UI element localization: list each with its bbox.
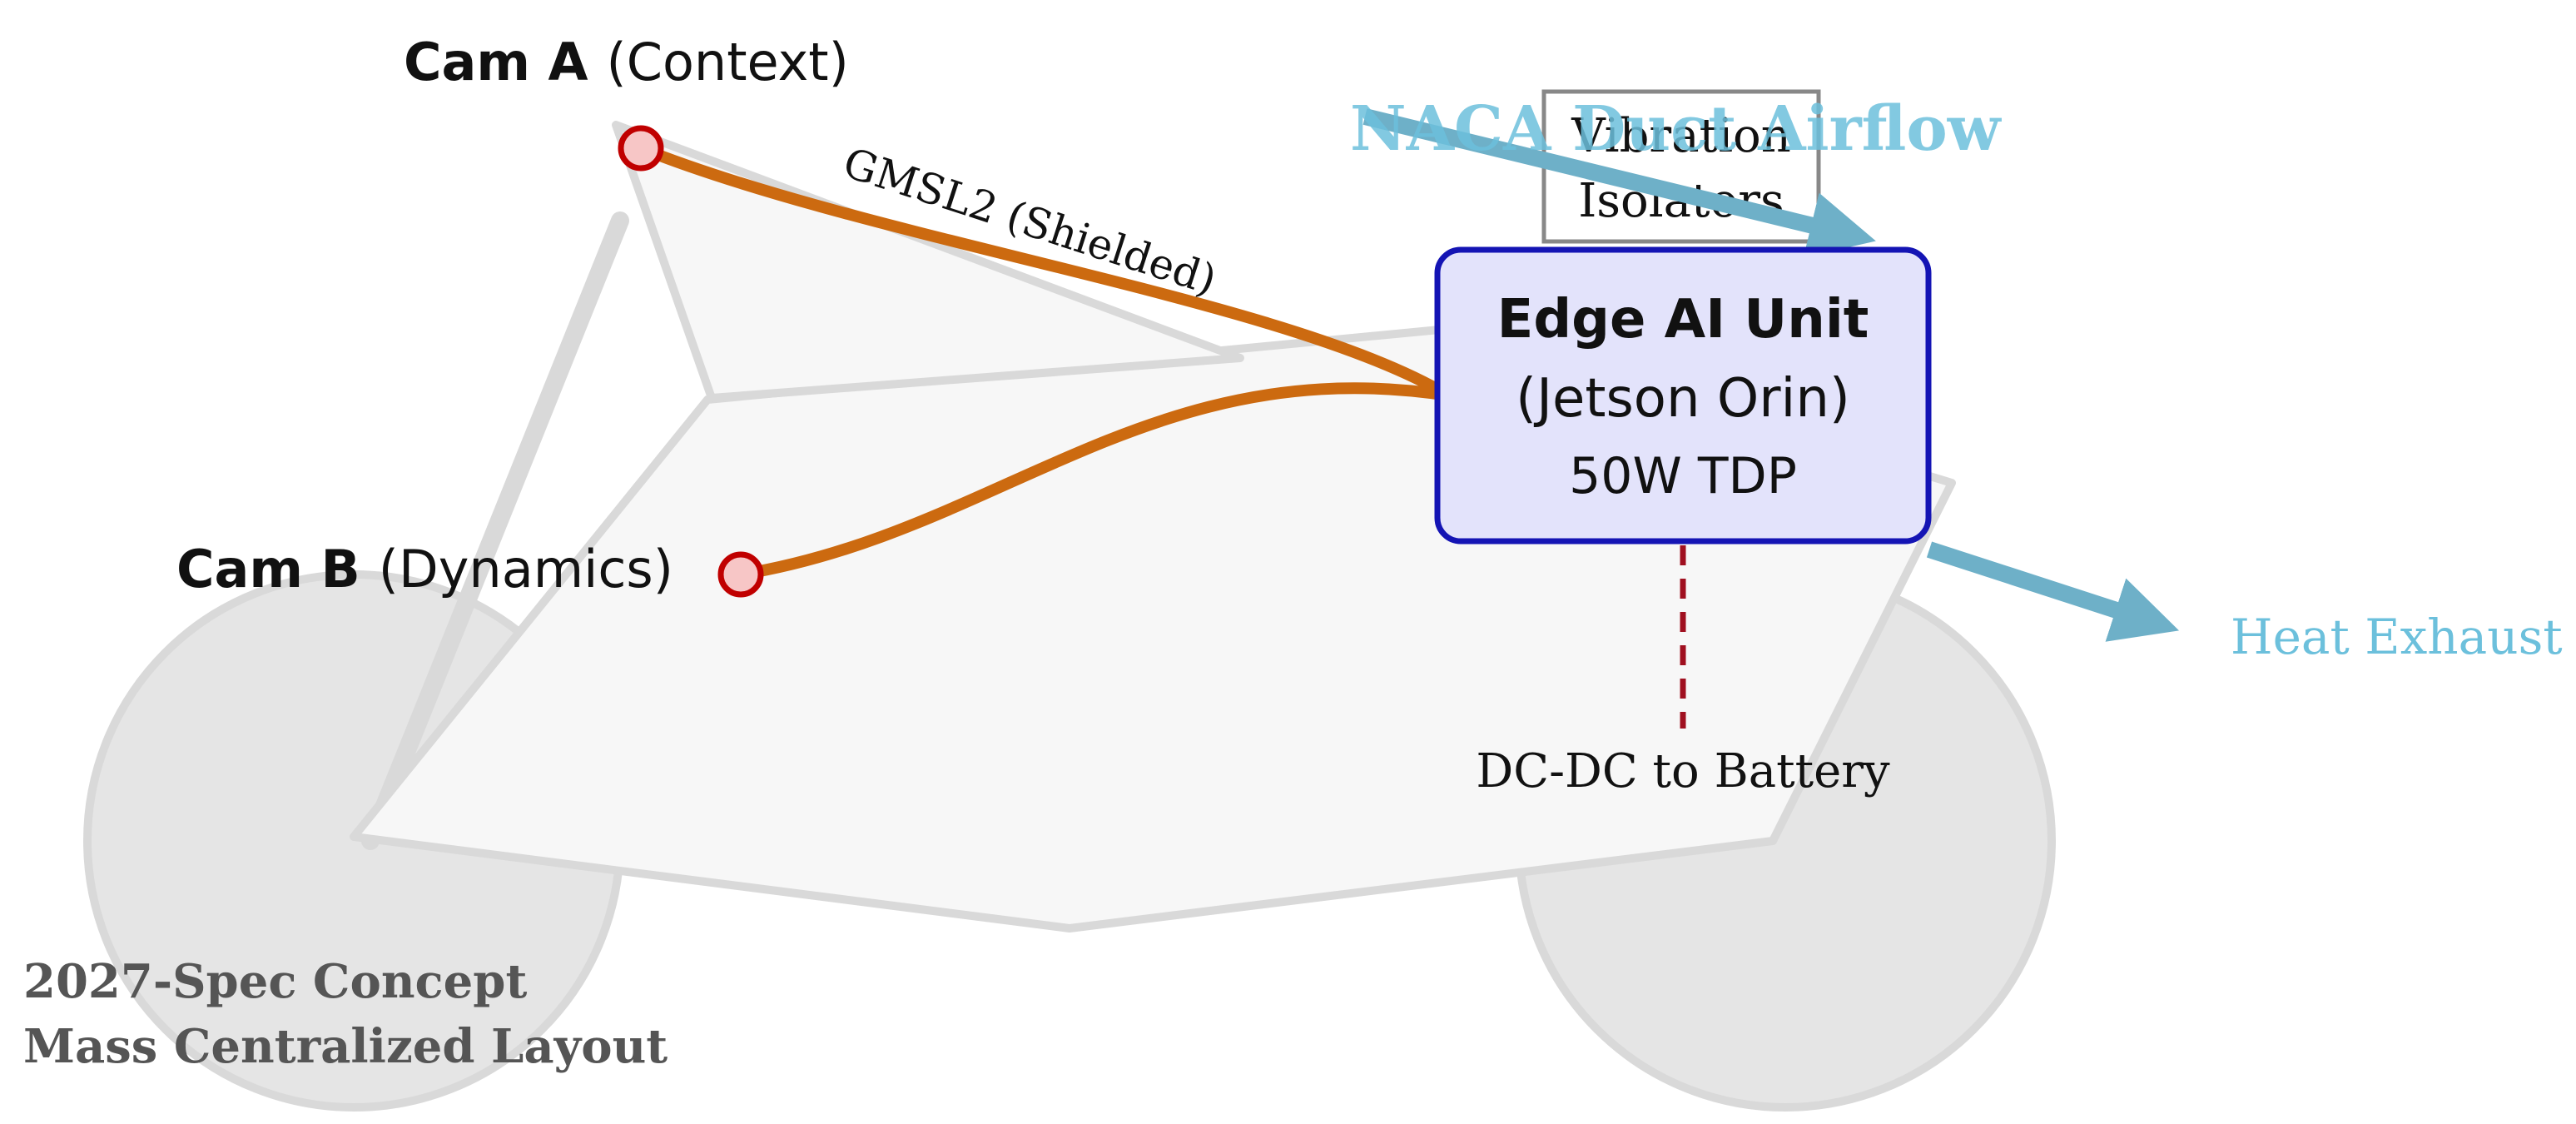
cam-a-marker (618, 125, 664, 172)
heat-exhaust-label: Heat Exhaust (2231, 609, 2563, 665)
cam-b-label: Cam B (Dynamics) (176, 539, 673, 599)
heat-exhaust-arrow (1926, 541, 2180, 642)
isolator-line1: Vibration (1571, 109, 1791, 163)
cam-b-role: (Dynamics) (379, 539, 673, 599)
power-label: DC-DC to Battery (1476, 744, 1890, 798)
edge-ai-unit-box (1434, 246, 1932, 545)
cable-cam-b (735, 382, 1454, 580)
cam-b-marker (717, 551, 764, 598)
edge-ai-unit-title: Edge AI Unit (1497, 289, 1869, 351)
fork-strut (361, 211, 629, 850)
caption-line2: Mass Centralized Layout (23, 1019, 668, 1074)
cam-b-name: Cam B (176, 539, 360, 599)
naca-duct-label: NACA Duct Airflow (1350, 93, 2003, 165)
edge-ai-unit-power: 50W TDP (1569, 447, 1797, 505)
airflow-intake-arrow (1362, 108, 1876, 258)
edge-ai-unit-subtitle: (Jetson Orin) (1516, 368, 1850, 430)
cam-a-label: Cam A (Context) (404, 32, 849, 92)
cable-cam-a (635, 142, 1454, 401)
cam-a-role: (Context) (607, 32, 849, 92)
caption-line1: 2027-Spec Concept (23, 954, 527, 1009)
cam-a-name: Cam A (404, 32, 588, 92)
